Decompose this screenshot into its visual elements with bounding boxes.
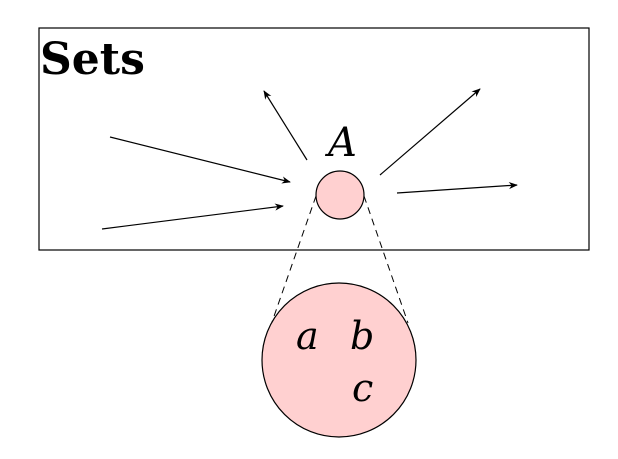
element-label: c bbox=[352, 366, 373, 410]
zoom-line-left bbox=[271, 195, 317, 323]
incoming-arrow-2 bbox=[101, 203, 284, 230]
incoming-arrow-1 bbox=[109, 136, 291, 184]
zoom-line-right bbox=[363, 195, 409, 324]
outgoing-arrow-1 bbox=[263, 90, 308, 161]
category-box bbox=[38, 27, 590, 251]
category-title: Sets bbox=[40, 34, 145, 85]
object-circle bbox=[315, 170, 365, 220]
element-label: b bbox=[350, 314, 374, 358]
expanded-set-circle bbox=[261, 282, 417, 438]
outgoing-arrow-3 bbox=[396, 181, 518, 194]
outgoing-arrow-2 bbox=[379, 88, 481, 176]
element-label: a bbox=[296, 314, 319, 358]
object-label: A bbox=[324, 120, 357, 166]
